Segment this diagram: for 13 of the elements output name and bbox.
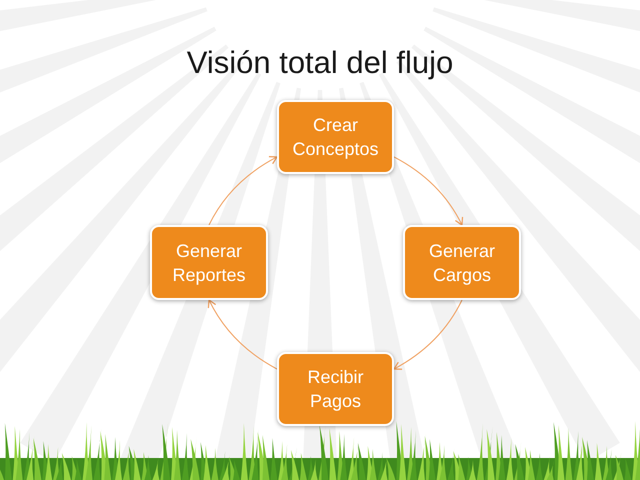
box-label: Crear Conceptos	[291, 114, 380, 161]
arrow	[394, 156, 463, 226]
arrow	[208, 299, 278, 370]
box-label: Recibir Pagos	[306, 366, 364, 413]
slide-title: Visión total del flujo	[186, 44, 454, 82]
arrow	[393, 300, 462, 370]
process-box	[277, 100, 394, 174]
box-label: Generar Cargos	[428, 240, 496, 286]
process-box	[277, 352, 394, 426]
arrow	[208, 156, 278, 226]
box-label: Generar Reportes	[171, 240, 247, 286]
process-box	[403, 225, 521, 300]
process-box	[150, 225, 268, 300]
